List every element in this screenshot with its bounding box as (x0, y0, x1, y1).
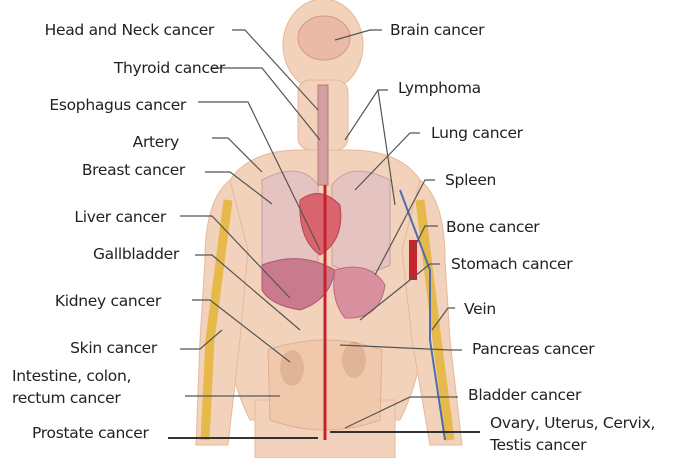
label-liver: Liver cancer (74, 208, 166, 226)
label-esophagus: Esophagus cancer (49, 96, 186, 114)
label-ovary: Ovary, Uterus, Cervix, Testis cancer (490, 412, 655, 456)
label-breast: Breast cancer (82, 161, 185, 179)
label-prostate: Prostate cancer (32, 424, 149, 442)
label-lung: Lung cancer (431, 124, 523, 142)
label-skin: Skin cancer (70, 339, 157, 357)
label-brain: Brain cancer (390, 21, 484, 39)
label-pancreas: Pancreas cancer (472, 340, 594, 358)
bone-marrow-highlight (409, 240, 417, 280)
label-ovary-line1: Ovary, Uterus, Cervix, (490, 412, 655, 434)
label-intestine: Intestine, colon, rectum cancer (12, 365, 131, 409)
label-intestine-line2: rectum cancer (12, 387, 131, 409)
label-stomach: Stomach cancer (451, 255, 572, 273)
label-ovary-line2: Testis cancer (490, 434, 655, 456)
label-lymphoma: Lymphoma (398, 79, 481, 97)
label-bone: Bone cancer (446, 218, 539, 236)
label-vein: Vein (464, 300, 496, 318)
label-gallbladder: Gallbladder (93, 245, 179, 263)
label-kidney: Kidney cancer (55, 292, 161, 310)
label-artery: Artery (133, 133, 179, 151)
label-intestine-line1: Intestine, colon, (12, 365, 131, 387)
label-spleen: Spleen (445, 171, 496, 189)
trachea (318, 85, 328, 185)
label-thyroid: Thyroid cancer (114, 59, 225, 77)
label-head-neck: Head and Neck cancer (45, 21, 214, 39)
label-bladder: Bladder cancer (468, 386, 581, 404)
